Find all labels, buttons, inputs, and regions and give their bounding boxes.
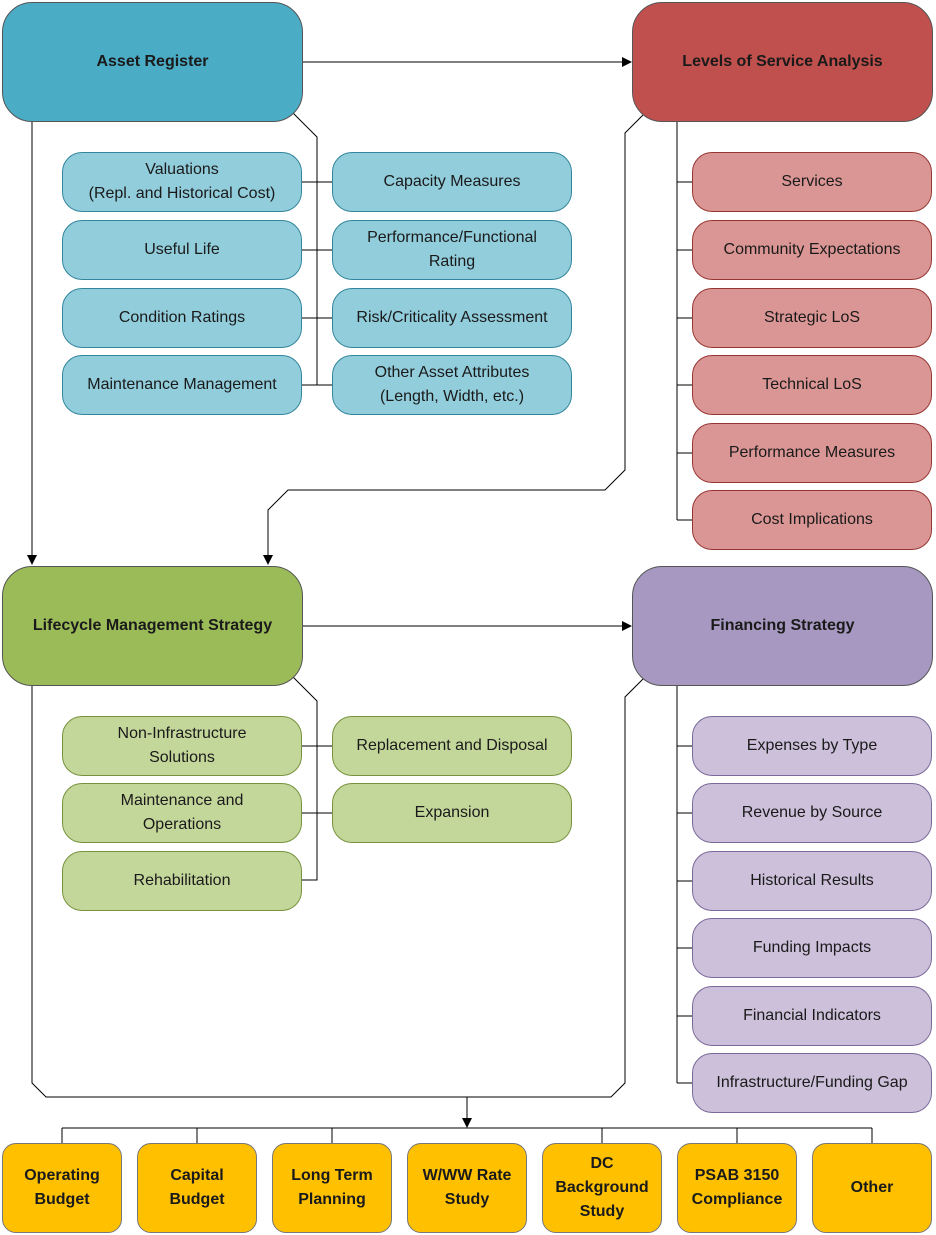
maintenance-management-box: Maintenance Management <box>62 355 302 415</box>
valuations-box: Valuations (Repl. and Historical Cost) <box>62 152 302 212</box>
capacity-measures-box: Capacity Measures <box>332 152 572 212</box>
los-item: Services <box>692 152 932 212</box>
output-rate-study: W/WW Rate Study <box>407 1143 527 1233</box>
levels-of-service-box: Levels of Service Analysis <box>632 2 933 122</box>
condition-ratings-box: Condition Ratings <box>62 288 302 348</box>
lifecycle-bracket <box>292 676 318 881</box>
asset-register-box: Asset Register <box>2 2 303 122</box>
other-attributes-box: Other Asset Attributes (Length, Width, e… <box>332 355 572 415</box>
output-capital-budget: Capital Budget <box>137 1143 257 1233</box>
los-item: Cost Implications <box>692 490 932 550</box>
los-item: Technical LoS <box>692 355 932 415</box>
non-infrastructure-box: Non-Infrastructure Solutions <box>62 716 302 776</box>
financing-to-outputs <box>467 676 646 1098</box>
output-other: Other <box>812 1143 932 1233</box>
los-item: Performance Measures <box>692 423 932 483</box>
risk-assessment-box: Risk/Criticality Assessment <box>332 288 572 348</box>
output-dc-background-study: DC Background Study <box>542 1143 662 1233</box>
useful-life-box: Useful Life <box>62 220 302 280</box>
replacement-disposal-box: Replacement and Disposal <box>332 716 572 776</box>
los-item: Community Expectations <box>692 220 932 280</box>
rehabilitation-box: Rehabilitation <box>62 851 302 911</box>
financing-item: Funding Impacts <box>692 918 932 978</box>
financing-item: Expenses by Type <box>692 716 932 776</box>
asset-register-bracket <box>292 112 318 385</box>
financing-item: Financial Indicators <box>692 986 932 1046</box>
financing-item: Historical Results <box>692 851 932 911</box>
los-item: Strategic LoS <box>692 288 932 348</box>
lifecycle-strategy-box: Lifecycle Management Strategy <box>2 566 303 686</box>
output-psab-compliance: PSAB 3150 Compliance <box>677 1143 797 1233</box>
output-long-term-planning: Long Term Planning <box>272 1143 392 1233</box>
output-operating-budget: Operating Budget <box>2 1143 122 1233</box>
maintenance-operations-box: Maintenance and Operations <box>62 783 302 843</box>
expansion-box: Expansion <box>332 783 572 843</box>
financing-strategy-box: Financing Strategy <box>632 566 933 686</box>
performance-rating-box: Performance/Functional Rating <box>332 220 572 280</box>
financing-item: Revenue by Source <box>692 783 932 843</box>
arrow-los-to-lifecycle <box>263 112 646 565</box>
lifecycle-to-outputs <box>31 686 467 1098</box>
financing-item: Infrastructure/Funding Gap <box>692 1053 932 1113</box>
